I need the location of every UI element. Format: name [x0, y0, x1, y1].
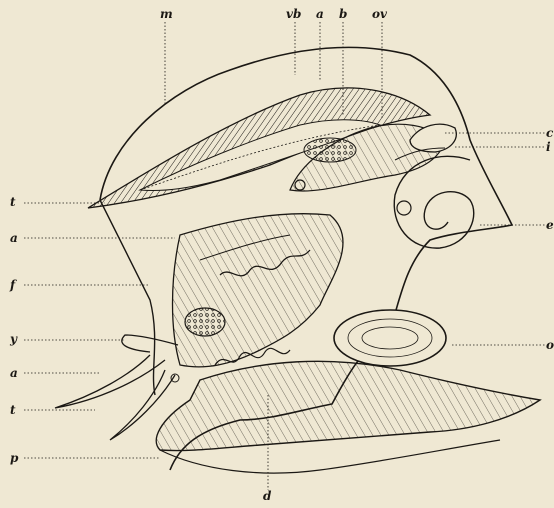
coil-eye — [397, 201, 411, 215]
label-t-top: t — [10, 196, 16, 208]
label-a-mid: a — [10, 232, 18, 244]
label-m: m — [160, 8, 173, 20]
label-o: o — [546, 339, 554, 351]
label-b: b — [339, 8, 347, 20]
label-e: e — [546, 219, 554, 231]
label-t-low: t — [10, 404, 16, 416]
shell-curve-left — [100, 200, 155, 395]
label-f: f — [10, 279, 15, 291]
label-a-top: a — [316, 8, 324, 20]
label-d: d — [263, 490, 271, 502]
label-i: i — [546, 141, 551, 153]
egg-cluster — [185, 308, 225, 336]
foot — [156, 361, 540, 450]
tentacle-upper — [122, 335, 178, 352]
label-a-low: a — [10, 367, 18, 379]
label-y: y — [10, 333, 17, 345]
label-c: c — [546, 127, 553, 139]
label-vb: vb — [286, 8, 301, 20]
body-mass — [173, 214, 343, 367]
label-ov: ov — [372, 8, 387, 20]
operculum — [334, 310, 446, 366]
label-p: p — [10, 452, 18, 464]
gland-granular — [304, 138, 356, 162]
